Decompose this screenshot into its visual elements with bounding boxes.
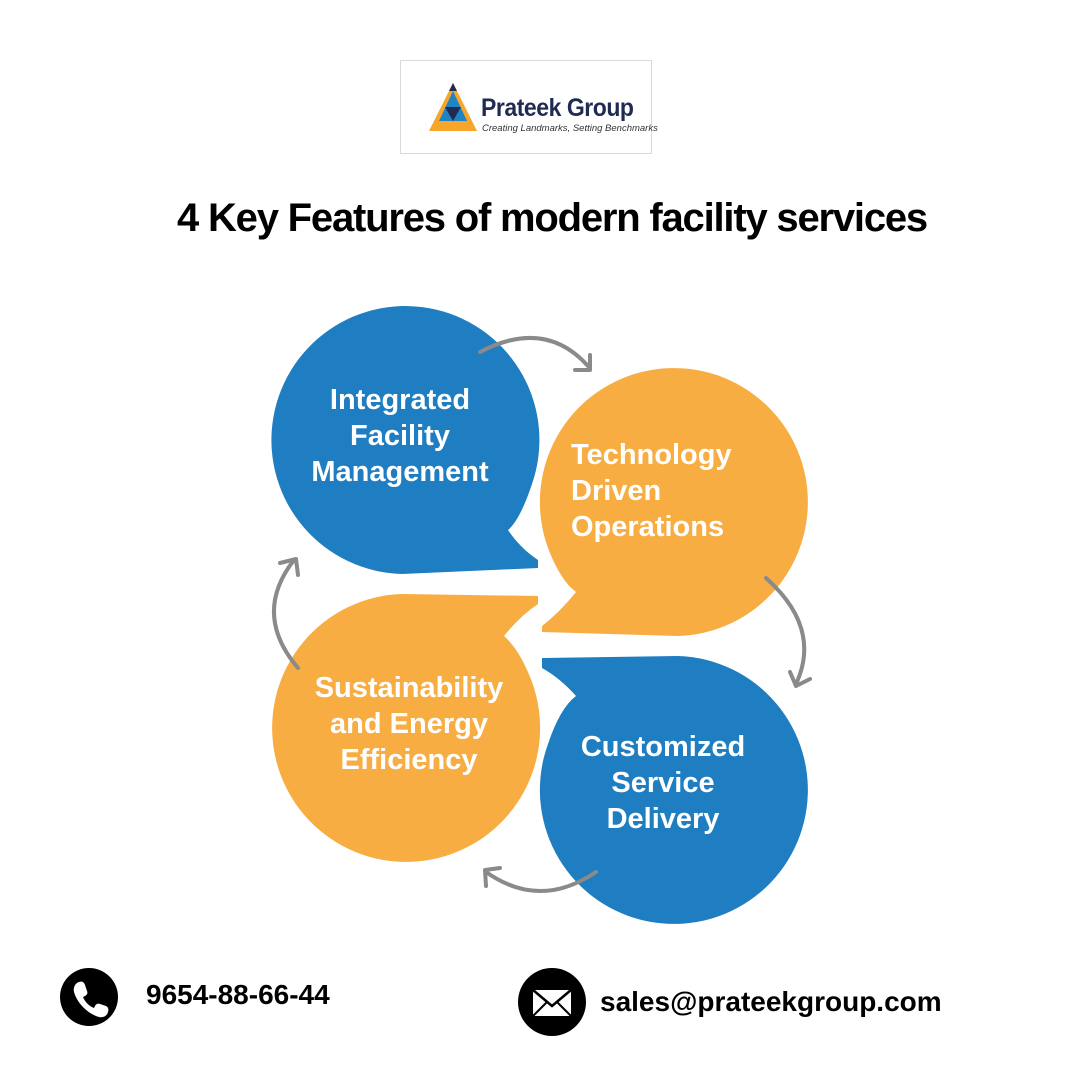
cycle-arrow-4-head: [278, 557, 300, 577]
phone-number[interactable]: 9654-88-66-44: [146, 979, 330, 1010]
logo: Prateek Group Creating Landmarks, Settin…: [400, 60, 658, 154]
cycle-arrow-1-head: [573, 353, 592, 372]
cycle-arrow-3-head: [483, 866, 502, 888]
cycle-arrow-4: [272, 558, 300, 670]
prateek-logo-icon: [429, 83, 477, 131]
feature-bubble-2: [539, 368, 808, 636]
email-address[interactable]: sales@prateekgroup.com: [600, 986, 942, 1017]
feature-label-4: Sustainability and Energy Efficiency: [314, 672, 504, 776]
feature-bubble-1: [271, 306, 540, 574]
feature-label-1: Integrated Facility Management: [311, 384, 489, 488]
brand-tagline: Creating Landmarks, Setting Benchmarks: [482, 123, 658, 134]
feature-bubble-3: [539, 656, 808, 924]
feature-bubble-4: [272, 594, 541, 862]
feature-label-2: Technology Driven Operations: [571, 439, 732, 543]
brand-name: Prateek Group: [481, 94, 634, 122]
cycle-arrow-3: [484, 870, 598, 893]
cycle-arrow-2-head: [788, 670, 812, 688]
envelope-icon: [518, 968, 586, 1036]
page-title: 4 Key Features of modern facility servic…: [177, 196, 928, 240]
phone-icon: [60, 968, 118, 1026]
cycle-arrow-2: [764, 576, 807, 686]
feature-label-3: Customized Service Delivery: [580, 731, 746, 835]
cycle-arrow-1: [478, 335, 590, 368]
